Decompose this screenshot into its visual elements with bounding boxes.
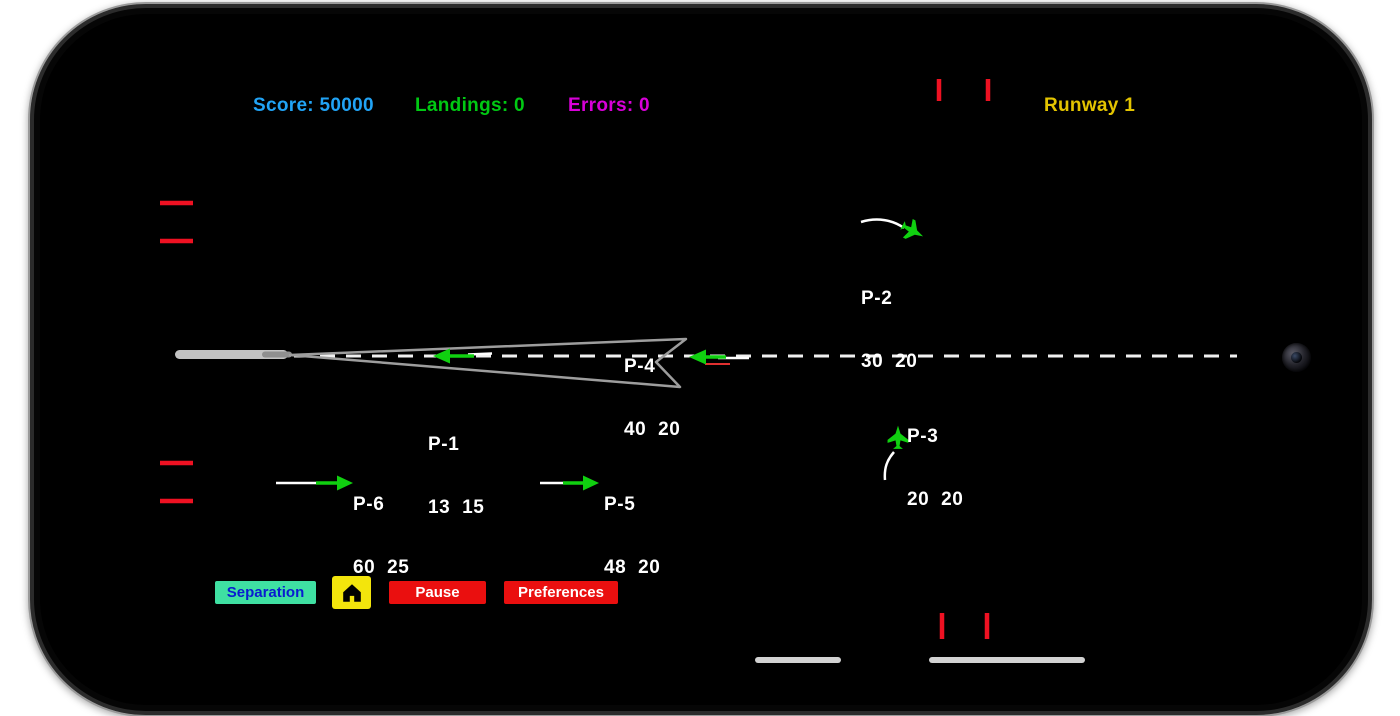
aircraft-callsign: P-2 [861, 288, 893, 309]
aircraft-callsign: P-1 [428, 434, 460, 455]
front-camera [1282, 343, 1311, 372]
runway-display: Runway 1 [1044, 95, 1136, 116]
aircraft-values: 20 20 [907, 489, 964, 510]
aircraft-values: 13 15 [428, 497, 485, 518]
aircraft-trail [883, 451, 895, 481]
aircraft-label-p4[interactable]: P-4 40 20 [624, 314, 680, 482]
home-icon [342, 583, 361, 602]
runway[interactable] [175, 350, 292, 359]
approach-funnel [288, 337, 688, 389]
aircraft-trail [860, 218, 905, 230]
aircraft-label-p1[interactable]: P-1 13 15 [428, 392, 484, 560]
aircraft-callsign: P-5 [604, 494, 636, 515]
boundary-markers [160, 79, 991, 639]
aircraft-label-p3[interactable]: P-3 20 20 [907, 384, 963, 552]
score-display: Score: 50000 [253, 95, 374, 116]
preferences-button[interactable]: Preferences [504, 581, 618, 604]
aircraft-callsign: P-6 [353, 494, 385, 515]
aircraft-values: 40 20 [624, 419, 681, 440]
aircraft-label-p5[interactable]: P-5 48 20 [604, 452, 660, 620]
aircraft-p4-icon[interactable] [689, 349, 749, 365]
aircraft-p6-icon[interactable] [276, 475, 353, 491]
errors-display: Errors: 0 [568, 95, 650, 116]
aircraft-values: 48 20 [604, 557, 661, 578]
aircraft-callsign: P-3 [907, 426, 939, 447]
home-button[interactable] [332, 576, 371, 609]
antenna-line [929, 657, 1085, 663]
aircraft-p1-icon[interactable] [433, 348, 493, 364]
separation-button[interactable]: Separation [215, 581, 316, 604]
pause-button[interactable]: Pause [389, 581, 486, 604]
aircraft-label-p6[interactable]: P-6 60 25 [353, 452, 409, 620]
aircraft-values: 60 25 [353, 557, 410, 578]
landings-display: Landings: 0 [415, 95, 525, 116]
aircraft-values: 30 20 [861, 351, 918, 372]
aircraft-p3-icon[interactable] [883, 425, 909, 481]
aircraft-callsign: P-4 [624, 356, 656, 377]
aircraft-label-p2[interactable]: P-2 30 20 [861, 246, 917, 414]
aircraft-p5-icon[interactable] [540, 475, 599, 491]
aircraft-p2-icon[interactable] [860, 216, 928, 245]
antenna-line [755, 657, 841, 663]
